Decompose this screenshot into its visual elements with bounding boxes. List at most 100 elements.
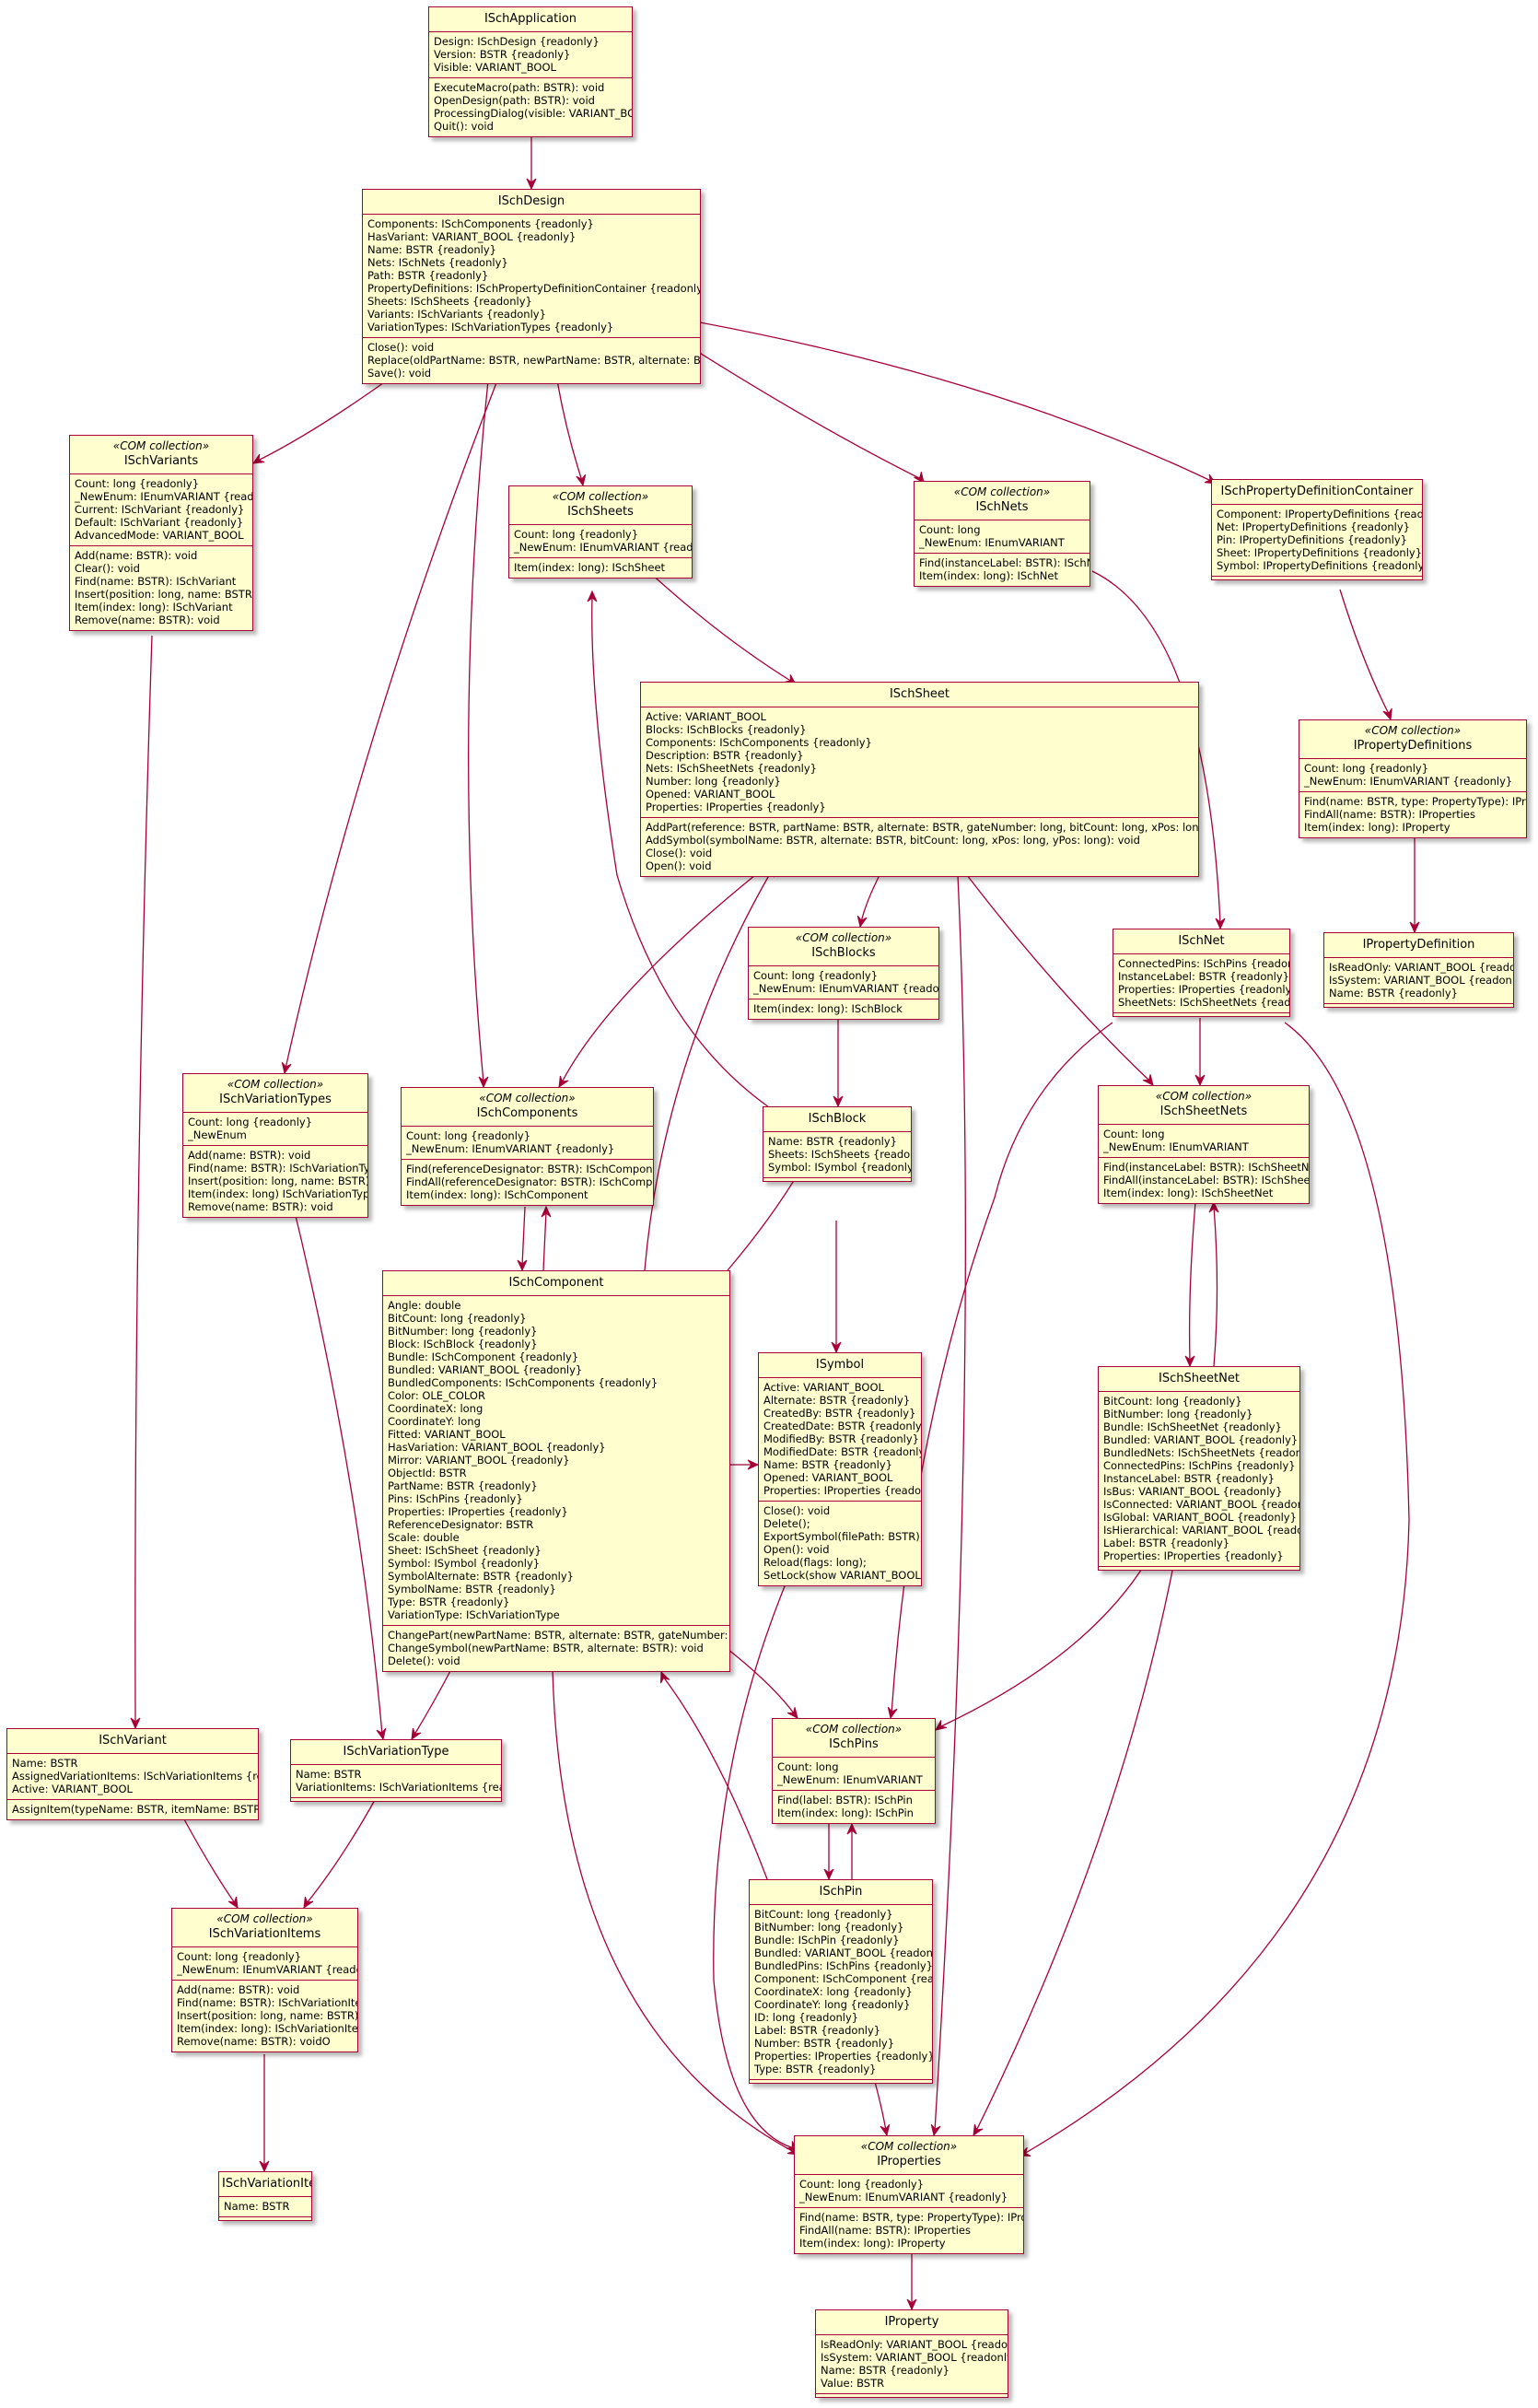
attribute-line: Properties: IProperties {readonly}	[1103, 1549, 1284, 1562]
attribute-line: Count: long	[919, 523, 981, 536]
attribute-line: CoordinateY: long {readonly}	[754, 1998, 911, 2011]
class-stereotype: «COM collection»	[953, 485, 1051, 498]
edge-line	[542, 1207, 547, 1271]
attribute-line: Bundle: ISchSheetNet {readonly}	[1103, 1420, 1282, 1433]
attribute-line: Path: BSTR {readonly}	[367, 269, 489, 282]
attribute-line: Bundled: VARIANT_BOOL {readonly}	[1103, 1433, 1299, 1446]
association-edge	[823, 1824, 834, 1881]
attribute-line: CreatedDate: BSTR {readonly}	[763, 1420, 922, 1432]
methods-section: Find(name: BSTR, type: PropertyType): IP…	[795, 2207, 1023, 2253]
association-edge	[259, 2054, 270, 2173]
arrowhead-icon	[1194, 1074, 1206, 1087]
attribute-line: SheetNets: ISchSheetNets {readonly}	[1118, 996, 1290, 1009]
class-header: «COM collection»ISchComponents	[402, 1088, 653, 1127]
attribute-line: IsReadOnly: VARIANT_BOOL {readonly}	[1329, 961, 1513, 974]
arrowhead-icon	[887, 1706, 898, 1720]
attribute-line: Properties: IProperties {readonly}	[646, 801, 826, 813]
method-line: AssignItem(typeName: BSTR, itemName: BST…	[12, 1803, 258, 1816]
method-line: ExportSymbol(filePath: BSTR);	[763, 1530, 922, 1543]
method-line: ChangeSymbol(newPartName: BSTR, alternat…	[388, 1642, 704, 1654]
attributes-section: Count: long {readonly}_NewEnum	[183, 1113, 367, 1145]
attribute-line: IsBus: VARIANT_BOOL {readonly}	[1103, 1485, 1283, 1498]
class-stereotype: «COM collection»	[860, 2140, 958, 2153]
attribute-line: Count: long {readonly}	[188, 1116, 313, 1128]
edge-line	[1339, 589, 1392, 720]
association-edge	[1409, 836, 1420, 934]
method-line: Close(): void	[367, 341, 435, 354]
method-line: ProcessingDialog(visible: VARIANT_BOOL)	[434, 107, 633, 120]
association-edge	[517, 1206, 528, 1272]
association-edge	[1184, 1201, 1196, 1368]
arrowhead-icon	[130, 1717, 141, 1730]
method-line: ChangePart(newPartName: BSTR, alternate:…	[388, 1629, 729, 1642]
attribute-line: Bundle: ISchComponent {readonly}	[388, 1350, 579, 1363]
class-name: ISchVariationTypes	[219, 1093, 332, 1106]
method-line: Open(): void	[646, 859, 712, 872]
attribute-line: Components: ISchComponents {readonly}	[367, 217, 594, 230]
class-name: ISchVariationItems	[208, 1927, 321, 1941]
association-edge	[130, 635, 153, 1730]
attribute-line: Bundled: VARIANT_BOOL {readonly}	[754, 1946, 933, 1959]
attribute-line: Name: BSTR	[224, 2200, 290, 2213]
edge-line	[859, 874, 880, 928]
method-line: Find(referenceDesignator: BSTR): ISchCom…	[406, 1163, 654, 1175]
attribute-line: _NewEnum: IEnumVARIANT {readonly}	[75, 490, 253, 503]
attribute-line: VariationTypes: ISchVariationTypes {read…	[367, 321, 614, 333]
edge-line	[591, 591, 770, 1108]
attribute-line: BitNumber: long {readonly}	[1103, 1408, 1253, 1420]
attribute-line: HasVariant: VARIANT_BOOL {readonly}	[367, 230, 577, 243]
attribute-line: ModifiedDate: BSTR {readonly}	[763, 1445, 922, 1458]
arrowhead-icon	[1142, 1074, 1154, 1086]
class-header: IProperty	[816, 2310, 1008, 2335]
attribute-line: Number: long {readonly}	[646, 775, 781, 788]
class-header: ISchSheet	[641, 683, 1198, 707]
class-name: ISchSheets	[567, 505, 634, 519]
method-line: OpenDesign(path: BSTR): void	[434, 94, 595, 107]
attribute-line: IsReadOnly: VARIANT_BOOL {readonly}	[821, 2338, 1008, 2351]
methods-section	[763, 1177, 911, 1181]
methods-section: AddPart(reference: BSTR, partName: BSTR,…	[641, 817, 1198, 876]
association-edge	[973, 1561, 1175, 2137]
attribute-line: AdvancedMode: VARIANT_BOOL	[75, 529, 244, 542]
attribute-line: Current: ISchVariant {readonly}	[75, 503, 245, 516]
edge-line	[134, 635, 153, 1728]
methods-section	[1212, 576, 1422, 579]
attribute-line: Properties: IProperties {readonly}	[754, 2050, 933, 2063]
attribute-line: Properties: IProperties {readonly}	[763, 1484, 922, 1497]
attribute-line: BitNumber: long {readonly}	[388, 1325, 538, 1338]
attribute-line: _NewEnum: IEnumVARIANT {readonly}	[514, 541, 693, 554]
association-edge	[587, 590, 770, 1108]
arrowhead-icon	[303, 1896, 314, 1910]
class-stereotype: «COM collection»	[112, 439, 210, 452]
arrowhead-icon	[281, 1061, 292, 1075]
arrowhead-icon	[411, 1727, 422, 1741]
attribute-line: CoordinateX: long	[388, 1402, 484, 1415]
association-edge	[289, 1192, 387, 1741]
class-header: ISchBlock	[763, 1107, 911, 1132]
association-edge	[556, 380, 587, 487]
attribute-line: Opened: VARIANT_BOOL	[763, 1471, 893, 1484]
attribute-line: Pin: IPropertyDefinitions {readonly}	[1217, 533, 1407, 546]
attribute-line: Angle: double	[388, 1299, 461, 1312]
association-edge	[411, 1668, 452, 1741]
class-header: ISchVariationItem	[219, 2172, 311, 2197]
class-name: ISchPin	[819, 1885, 863, 1899]
attributes-section: Count: long {readonly}_NewEnum: IEnumVAR…	[172, 1947, 357, 1980]
attribute-line: Properties: IProperties {readonly}	[388, 1505, 568, 1518]
attribute-line: ConnectedPins: ISchPins {readonly}	[1118, 957, 1289, 970]
class-header: ISchNet	[1113, 929, 1289, 954]
attribute-line: ID: long {readonly}	[754, 2011, 859, 2024]
class-name: ISchBlocks	[811, 946, 876, 960]
